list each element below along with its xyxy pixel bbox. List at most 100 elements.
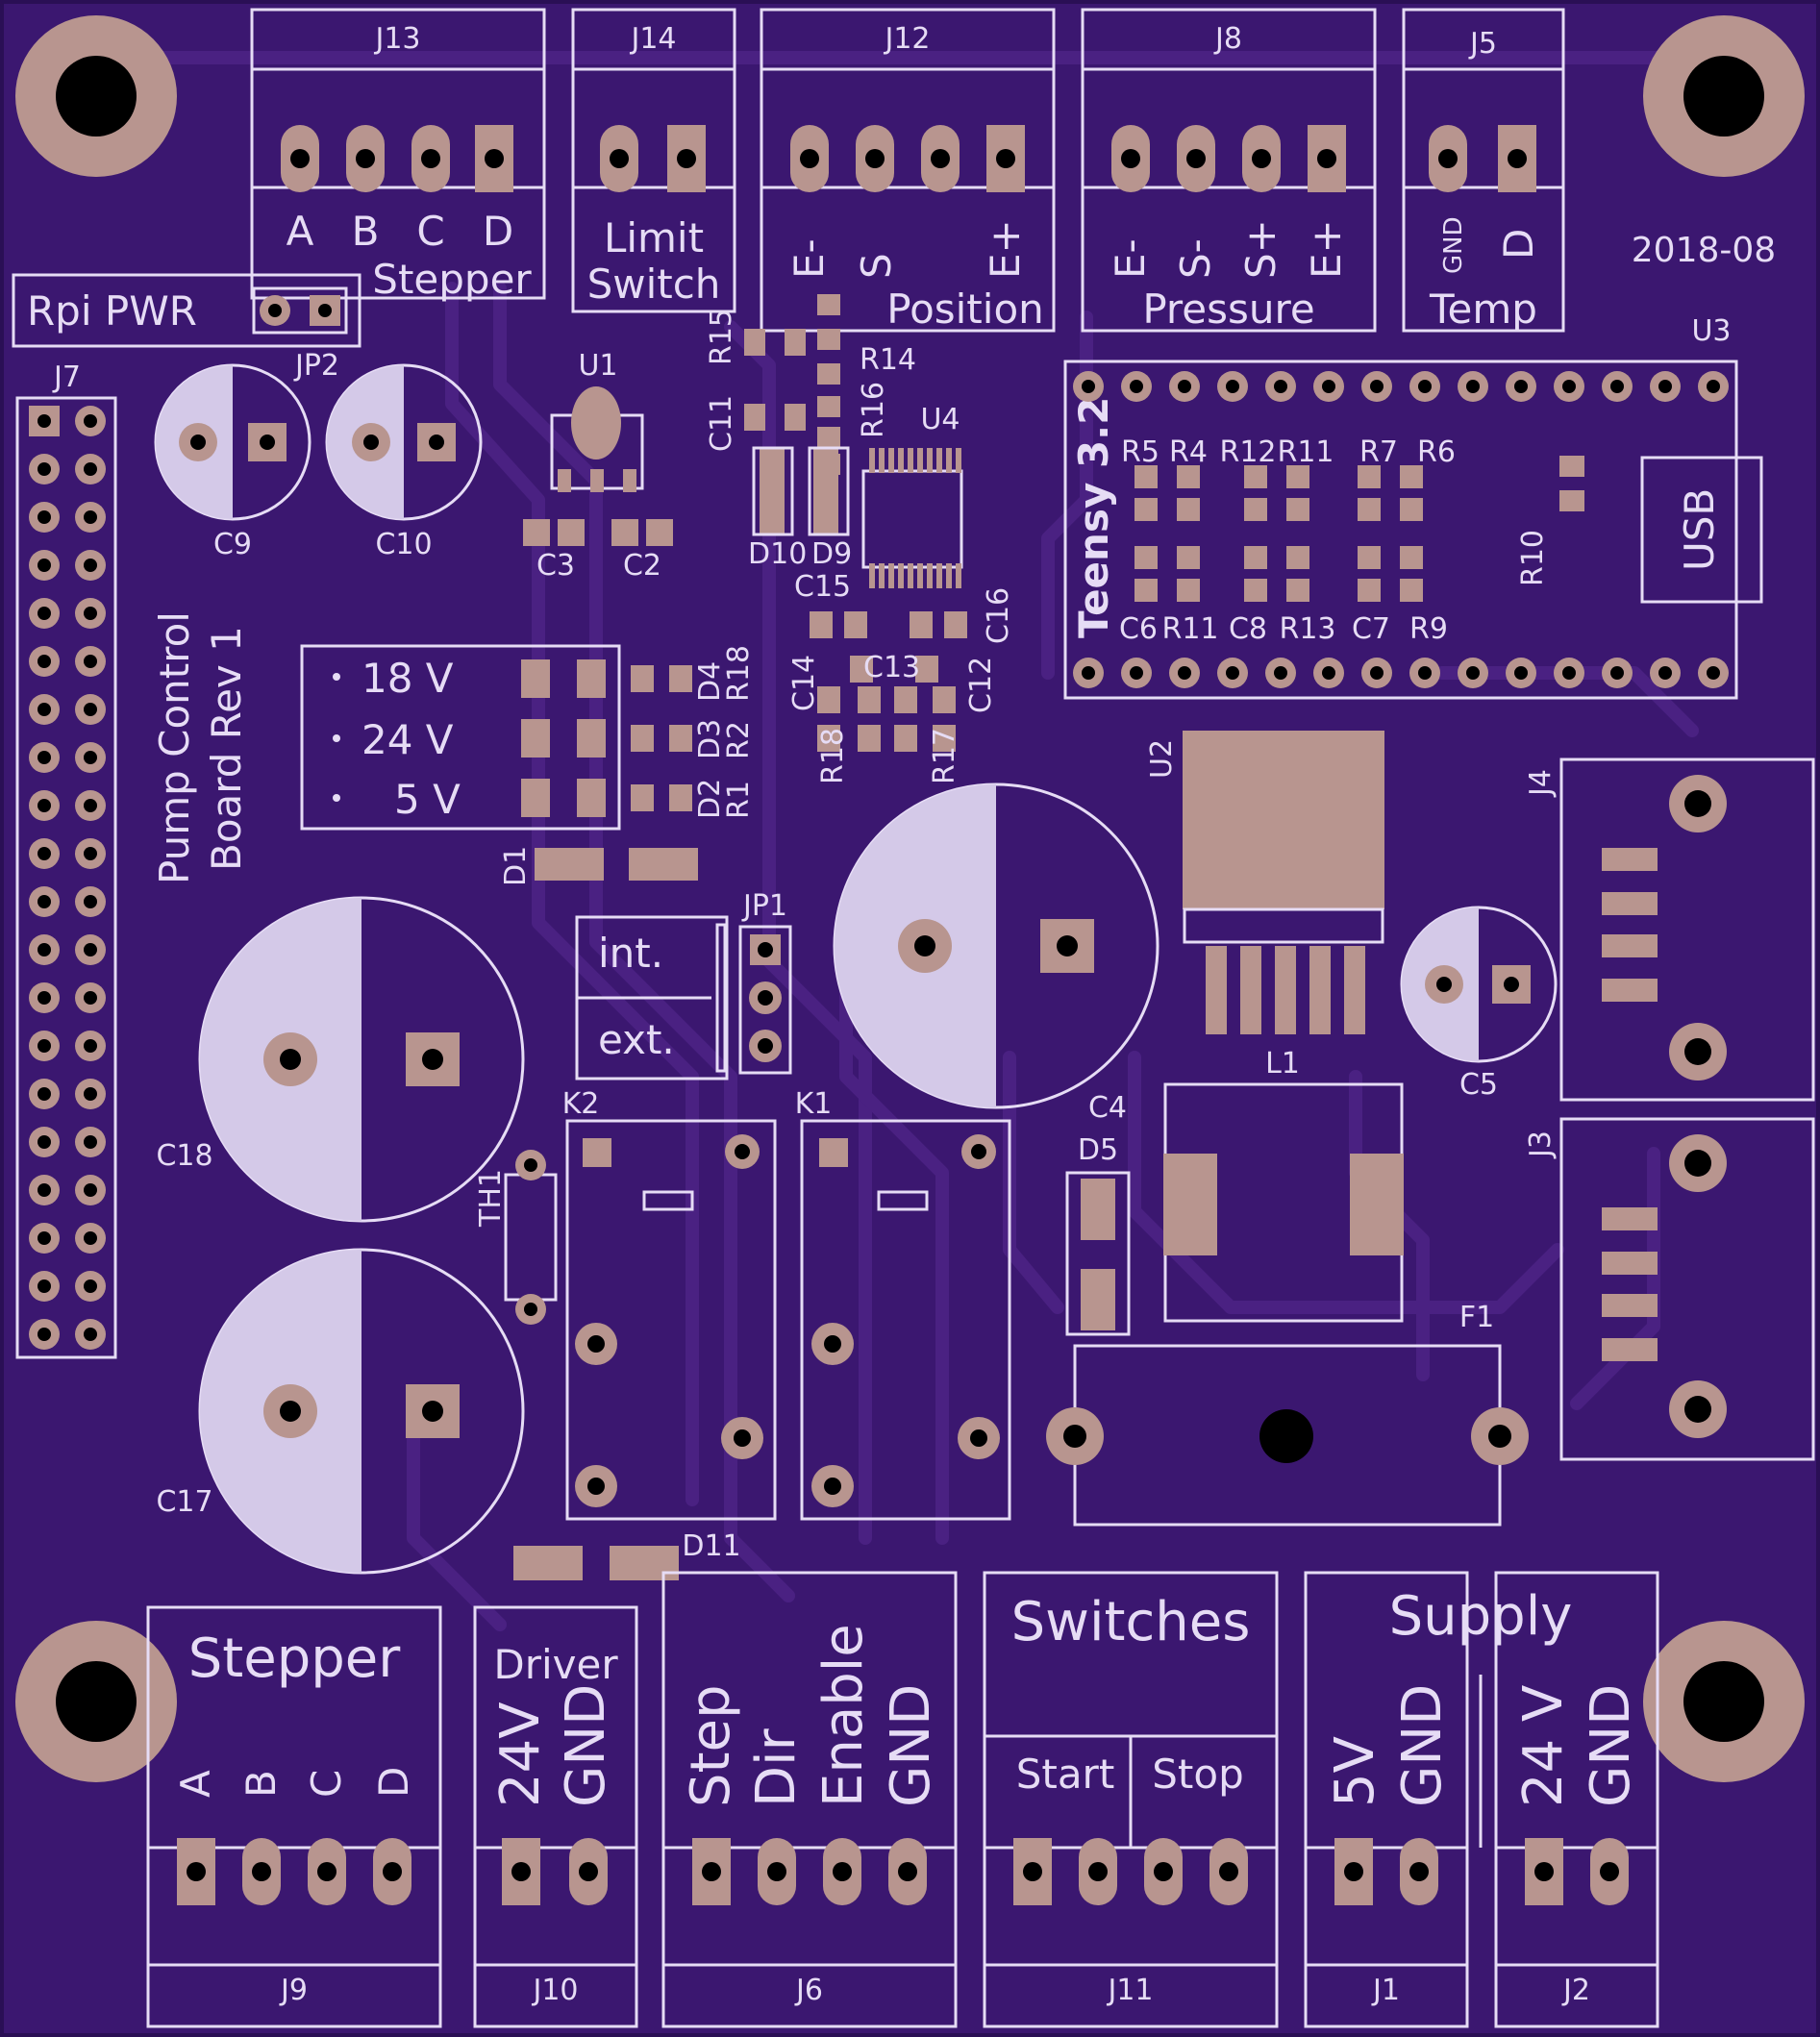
pin-label-d: D [370, 1767, 417, 1798]
jack-j3: J3 [1524, 1117, 1815, 1461]
teensy-label: Teensy 3.2 [1070, 397, 1117, 638]
connector-j9: Stepper A B C D J9 [146, 1605, 442, 2028]
connector-j1: Supply 5V GND J1 [1304, 1571, 1573, 2028]
teensy-pin-hole [1178, 380, 1191, 393]
ref-c6: C6 [1119, 612, 1158, 646]
pin-label-d: D [1495, 229, 1542, 260]
ref-c7: C7 [1352, 612, 1390, 646]
header-pin-hole [84, 462, 97, 476]
header-pin-hole [37, 655, 51, 668]
ic-pin [956, 448, 961, 473]
ref-jp1: JP1 [741, 889, 787, 923]
pin-label-gnd: GND [555, 1684, 617, 1807]
ref-j4: J4 [1524, 769, 1558, 798]
ic-pin [946, 448, 952, 473]
ref-d2: D2 [693, 779, 727, 819]
ic-pin [927, 448, 933, 473]
ref-j5: J5 [1468, 27, 1497, 61]
label-int: int. [598, 930, 663, 977]
ref-j11: J11 [1106, 1974, 1153, 2007]
pin-label-step: Step [680, 1684, 742, 1807]
ref-l1: L1 [1265, 1047, 1300, 1081]
relay-k2: K2 [562, 1087, 777, 1521]
ref-j10: J10 [531, 1974, 578, 2007]
teensy-pin-hole [1610, 666, 1624, 680]
teensy-pin-hole [1274, 380, 1287, 393]
ref-j6: J6 [794, 1974, 823, 2007]
smd-pad [1177, 579, 1200, 602]
ref-r12: R12 [1219, 435, 1276, 469]
ref-j12: J12 [883, 22, 930, 56]
connector-j14: J14 Limit Switch [571, 8, 736, 313]
connector-j2: 24 V GND J2 [1479, 1571, 1659, 2028]
teensy-pin-hole [1226, 380, 1239, 393]
connector-j12: J12 E- S E+ Position [760, 8, 1056, 333]
pin-label-24v: 24 V [1512, 1685, 1575, 1807]
header-pin-hole [37, 510, 51, 524]
diode-d1: D1 [499, 846, 698, 886]
pin-label-s-plus: S+ [1237, 219, 1284, 279]
teensy-pin-hole [1322, 380, 1335, 393]
ref-r16: R16 [857, 382, 890, 438]
connector-j8: J8 E- S- S+ E+ Pressure [1081, 8, 1377, 333]
smd-pad [1559, 490, 1584, 511]
header-pin-hole [84, 1087, 97, 1101]
ref-c2: C2 [623, 549, 661, 583]
diode-d11: D11 [513, 1529, 741, 1580]
ic-pin [908, 563, 913, 588]
teensy-pin-hole [1274, 666, 1287, 680]
ic-pin [917, 448, 923, 473]
ic-pin [879, 448, 885, 473]
ic-u4: U4 [861, 403, 963, 588]
smd-pad [1358, 546, 1381, 569]
ref-c5: C5 [1459, 1068, 1498, 1102]
header-pin-hole [37, 991, 51, 1005]
ref-j9: J9 [279, 1974, 308, 2007]
smd-pad [1134, 579, 1158, 602]
ic-pin [869, 448, 875, 473]
ref-d11: D11 [682, 1529, 740, 1563]
pin-label-d: D [483, 208, 513, 255]
header-pin-hole [84, 703, 97, 716]
teensy-pin-hole [1130, 380, 1143, 393]
smd-pad [1358, 579, 1381, 602]
teensy-pin-hole [1610, 380, 1624, 393]
title-supply: Supply [1389, 1585, 1573, 1648]
ref-r10: R10 [1516, 530, 1550, 586]
capacitor-c17: C17 [156, 1248, 525, 1575]
smd-pad [1286, 498, 1309, 521]
date-label: 2018-08 [1632, 231, 1776, 270]
teensy-pin-hole [1130, 666, 1143, 680]
header-pin-hole [37, 703, 51, 716]
ref-c18: C18 [156, 1139, 212, 1173]
ref-jp2: JP2 [293, 349, 339, 383]
ref-r7: R7 [1359, 435, 1398, 469]
pin-label-e-plus: E+ [1303, 219, 1350, 279]
ic-pin [936, 563, 942, 588]
pin-label-b: B [237, 1770, 285, 1798]
pin-label-s-minus: S- [1172, 238, 1219, 279]
header-pin-hole [84, 1279, 97, 1293]
connector-j5: J5 GND D Temp [1402, 8, 1565, 333]
ref-d5: D5 [1078, 1133, 1118, 1167]
title-stepper: Stepper [188, 1627, 402, 1690]
label-temp: Temp [1429, 286, 1537, 333]
header-pin-hole [37, 607, 51, 620]
connector-j11: Switches Start Stop J11 [983, 1571, 1279, 2028]
header-pin-hole [37, 1039, 51, 1053]
header-pin-hole [84, 943, 97, 956]
header-pin-hole [37, 1231, 51, 1245]
ref-c10: C10 [375, 528, 432, 561]
fuse-f1: F1 [1046, 1301, 1529, 1527]
header-pin-hole [37, 1183, 51, 1197]
ref-th1: TH1 [474, 1169, 508, 1228]
ref-j3: J3 [1524, 1130, 1558, 1159]
ref-c12: C12 [964, 657, 998, 713]
smd-pad [1400, 579, 1423, 602]
ref-c15: C15 [794, 570, 851, 604]
ic-pin [946, 563, 952, 588]
ref-j7: J7 [52, 360, 81, 394]
smd-pad [1134, 465, 1158, 488]
ref-u4: U4 [920, 403, 960, 436]
